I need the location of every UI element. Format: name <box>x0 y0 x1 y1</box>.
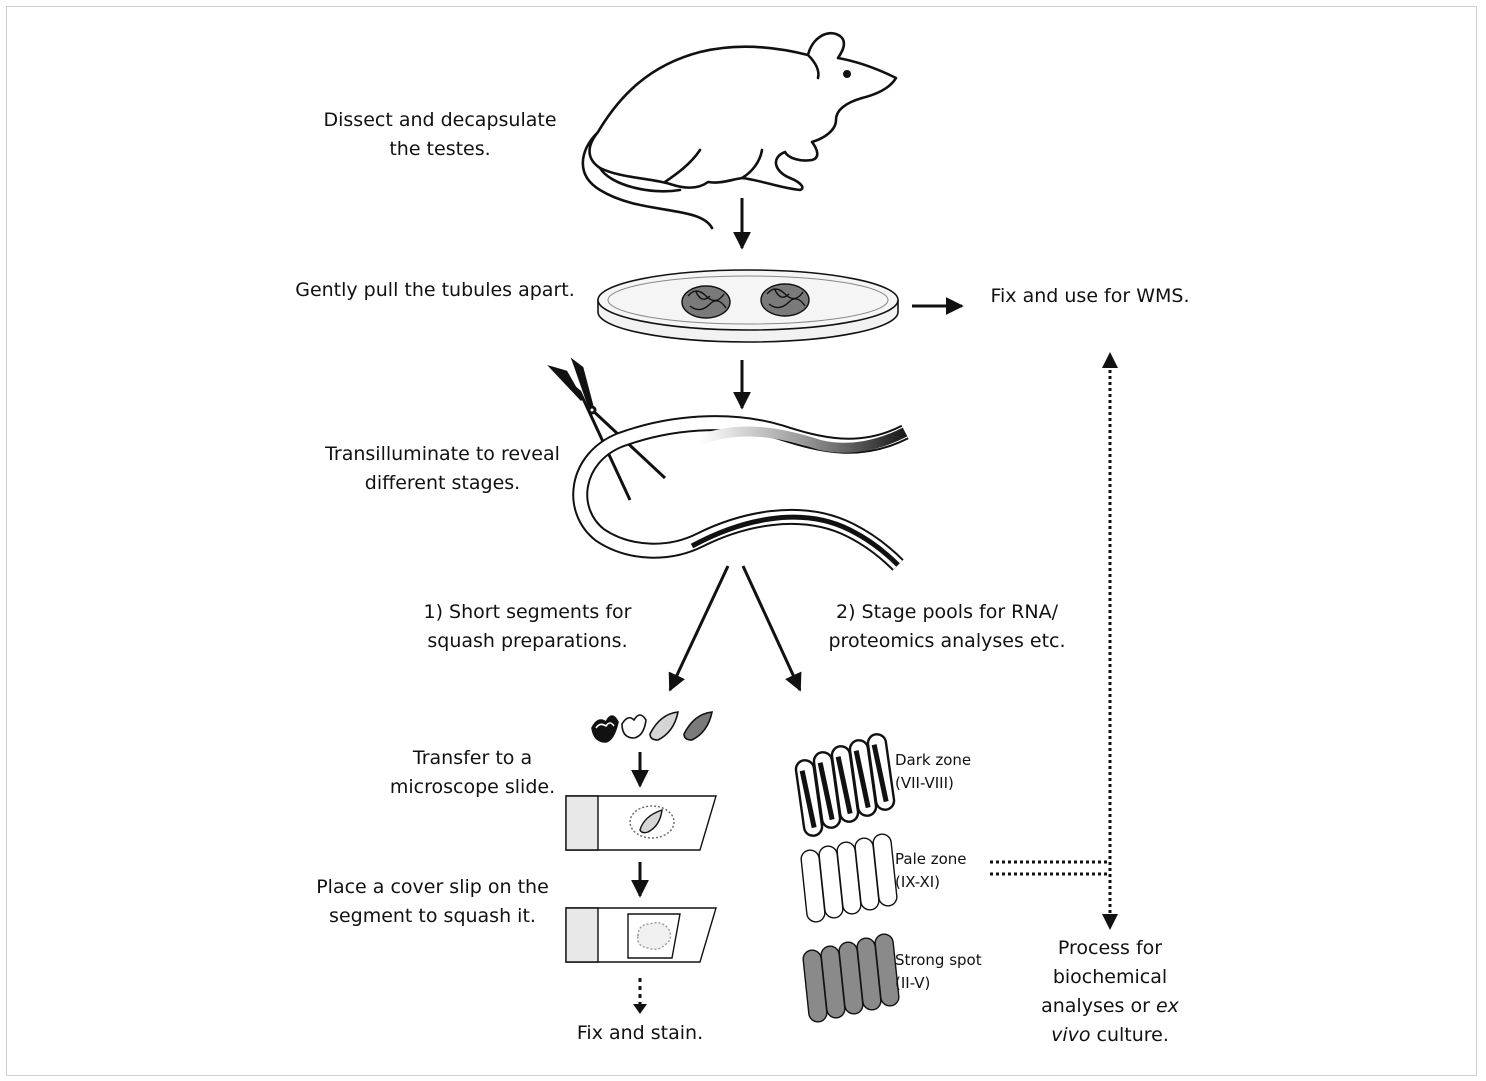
pale-zone-segments-icon <box>800 833 897 922</box>
tubule-icon <box>580 423 905 565</box>
mouse-eye-icon <box>843 70 851 78</box>
arrow-down-process <box>1102 914 1118 930</box>
step-stage-pools-label: 2) Stage pools for RNA/proteomics analys… <box>812 598 1082 656</box>
step-process-label: Process for biochemical analyses or ex v… <box>1030 934 1190 1050</box>
petri-dish-icon <box>598 270 898 342</box>
step-pull-label: Gently pull the tubules apart. <box>280 276 590 305</box>
microscope-slide-icon <box>566 796 716 850</box>
step-wms-label: Fix and use for WMS. <box>975 282 1205 311</box>
arrow-up-wms <box>1102 352 1118 368</box>
mouse-icon <box>583 33 896 228</box>
strong-spot-segments-icon <box>802 933 899 1022</box>
zone-pale-label: Pale zone(IX-XI) <box>895 848 967 894</box>
segment-pieces-icon <box>592 712 712 742</box>
coverslip-slide-icon <box>566 908 716 962</box>
arrow-head-fix <box>633 1004 647 1014</box>
step-fix-stain-label: Fix and stain. <box>560 1019 720 1048</box>
zone-dark-label: Dark zone(VII-VIII) <box>895 749 971 795</box>
zone-strong-label: Strong spot(II-V) <box>895 949 982 995</box>
arrow-split-right <box>743 566 800 690</box>
arrow-split-left <box>670 566 728 690</box>
